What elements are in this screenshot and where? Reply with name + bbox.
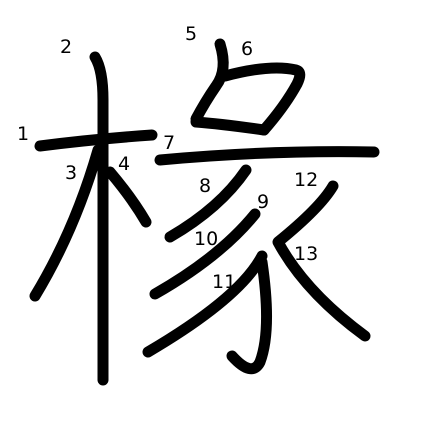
stroke-12 bbox=[226, 256, 273, 375]
stroke-7 bbox=[190, 116, 270, 136]
stroke-10 bbox=[149, 208, 261, 300]
stroke-number-6: 6 bbox=[241, 38, 253, 60]
stroke-number-8: 8 bbox=[199, 175, 211, 197]
stroke-13 bbox=[272, 180, 371, 342]
stroke-5 bbox=[190, 38, 229, 125]
stroke-number-13: 13 bbox=[294, 243, 318, 265]
stroke-number-7: 7 bbox=[163, 132, 175, 154]
stroke-6 bbox=[219, 62, 306, 136]
stroke-number-9: 9 bbox=[257, 191, 269, 213]
stroke-3 bbox=[29, 144, 104, 302]
stroke-11 bbox=[142, 250, 268, 358]
stroke-number-4: 4 bbox=[118, 153, 130, 175]
stroke-number-1: 1 bbox=[17, 123, 29, 145]
stroke-1 bbox=[34, 129, 158, 152]
stroke-number-2: 2 bbox=[60, 36, 72, 58]
stroke-number-10: 10 bbox=[194, 228, 218, 250]
stroke-9 bbox=[164, 164, 252, 243]
stroke-2 bbox=[89, 51, 109, 386]
stroke-8 bbox=[154, 146, 380, 166]
stroke-number-12: 12 bbox=[294, 169, 318, 191]
stroke-4 bbox=[104, 166, 152, 228]
stroke-number-5: 5 bbox=[185, 23, 197, 45]
stroke-number-3: 3 bbox=[65, 162, 77, 184]
stroke-number-11: 11 bbox=[212, 271, 236, 293]
